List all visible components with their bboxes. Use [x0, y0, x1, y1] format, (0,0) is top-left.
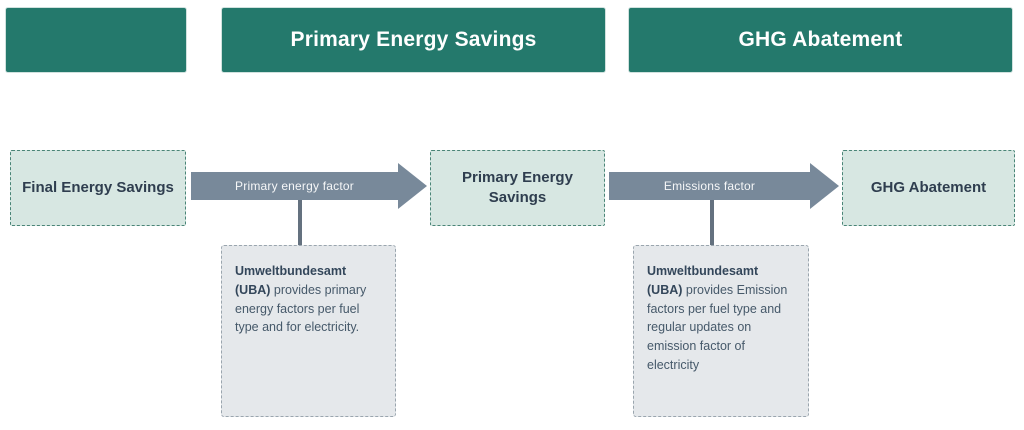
flow-box-ghg-abatement: GHG Abatement	[842, 150, 1015, 226]
note-box-emission-factors: Umweltbundesamt (UBA) provides Emission …	[633, 245, 809, 417]
note-body: provides Emission factors per fuel type …	[647, 282, 788, 372]
arrow-emissions-factor: Emissions factor	[609, 172, 810, 200]
arrow-right-icon	[398, 163, 427, 209]
header-bar-ghg-abatement: GHG Abatement	[629, 8, 1012, 72]
arrow-primary-energy-factor: Primary energy factor	[191, 172, 398, 200]
header-bar-primary-energy-savings: Primary Energy Savings	[222, 8, 605, 72]
connector-line-emissions-note	[710, 200, 714, 245]
arrow-right-icon	[810, 163, 839, 209]
note-body: provides primary energy factors per fuel…	[235, 282, 367, 335]
note-title: Umweltbundesamt (UBA)	[647, 264, 759, 297]
connector-line-primary-energy-note	[298, 198, 302, 245]
note-box-primary-energy-factors: Umweltbundesamt (UBA) provides primary e…	[221, 245, 396, 417]
note-title: Umweltbundesamt (UBA)	[235, 264, 347, 297]
header-bar-final-energy-savings	[6, 8, 186, 72]
flow-box-final-energy-savings: Final Energy Savings	[10, 150, 186, 226]
flow-box-primary-energy-savings: Primary Energy Savings	[430, 150, 605, 226]
